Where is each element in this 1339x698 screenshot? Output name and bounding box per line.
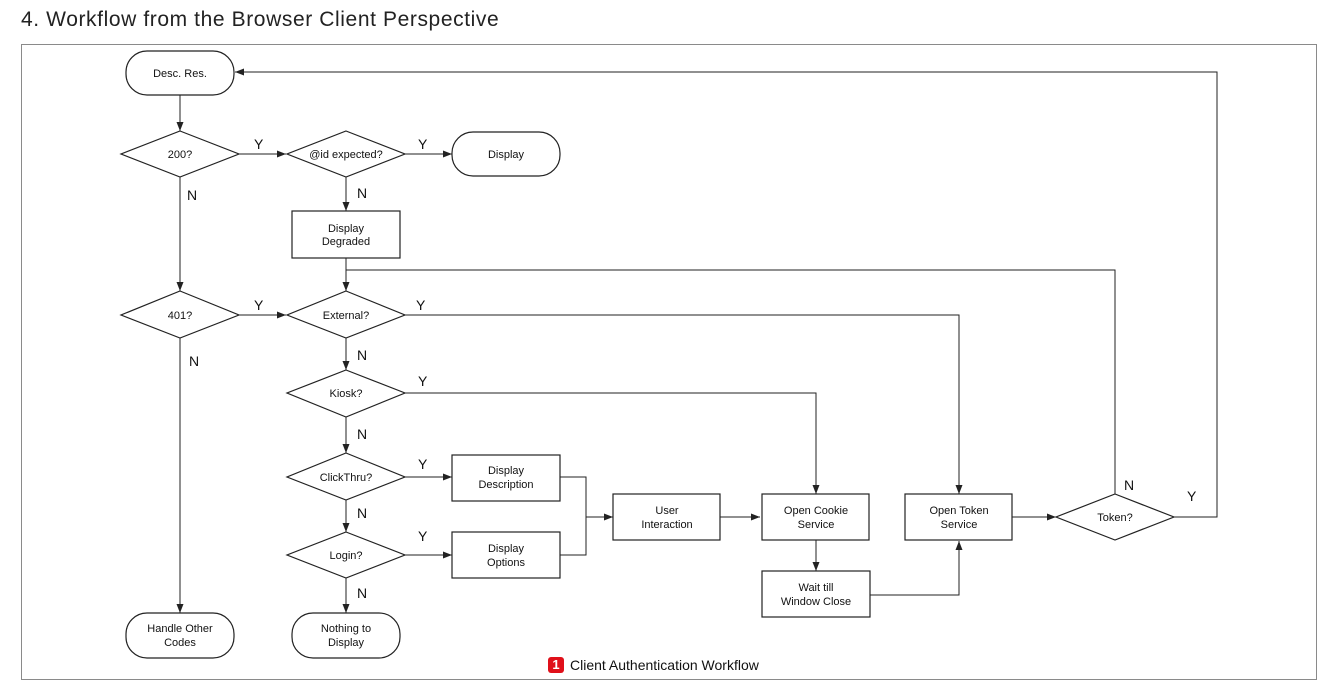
node-display-options [451,531,561,579]
node-id-expected-decision [285,130,407,178]
edge-labels: Y Y N N Y Y N N Y N Y N Y N N Y [187,136,1197,601]
node-display-degraded [291,210,401,259]
node-external-decision [285,290,407,339]
node-display-description [451,454,561,502]
label-desc-res: Desc. Res. [153,68,207,80]
label-user-interaction-2: Interaction [641,519,692,531]
label-401: 401? [168,310,192,322]
edge-label-200-no: N [187,187,197,203]
edge-description-merge [560,476,587,517]
label-kiosk: Kiosk? [329,388,362,400]
label-clickthru: ClickThru? [320,472,373,484]
node-desc-res [125,50,235,96]
label-wait-window-1: Wait till [798,582,833,594]
label-id-expected: @id expected? [309,149,383,161]
label-display-degraded-2: Degraded [322,236,370,248]
nodes [119,50,1176,659]
edge-wait-token-service [870,541,963,596]
edge-label-id-no: N [357,185,367,201]
caption-text: Client Authentication Workflow [570,657,759,673]
label-wait-window-2: Window Close [781,596,851,608]
node-token-decision [1054,493,1176,541]
edge-external-token-service [405,314,963,494]
label-200: 200? [168,149,192,161]
figure-caption: 1 Client Authentication Workflow [548,657,759,673]
edge-token-descres [235,68,1218,518]
label-display-options-1: Display [488,543,525,555]
edge-options-merge [560,517,587,556]
label-open-token-2: Service [941,519,978,531]
edge-label-external-no: N [357,347,367,363]
label-login: Login? [329,550,362,562]
node-kiosk-decision [285,369,407,418]
label-nothing-display-1: Nothing to [321,623,371,635]
edge-kiosk-cookie [405,392,820,494]
node-wait-window-close [761,570,871,618]
label-external: External? [323,310,369,322]
edge-label-401-yes: Y [254,297,264,313]
node-401-decision [119,290,241,339]
label-open-cookie-2: Service [798,519,835,531]
label-open-token-1: Open Token [929,505,988,517]
label-display: Display [488,149,525,161]
edge-label-kiosk-yes: Y [418,373,428,389]
edge-label-kiosk-no: N [357,426,367,442]
node-user-interaction [612,493,721,541]
node-handle-other [125,612,235,659]
label-user-interaction-1: User [655,505,679,517]
edge-label-token-yes: Y [1187,488,1197,504]
caption-number-badge: 1 [548,657,564,673]
node-login-decision [285,531,407,579]
edge-label-id-yes: Y [418,136,428,152]
edge-label-login-no: N [357,585,367,601]
edge-label-login-yes: Y [418,528,428,544]
label-nothing-display-2: Display [328,637,365,649]
edge-label-401-no: N [189,353,199,369]
node-nothing-display [291,612,401,659]
edge-label-clickthru-yes: Y [418,456,428,472]
edges [176,68,1218,613]
node-open-cookie-service [761,493,870,541]
edge-token-degraded [346,269,1116,494]
node-open-token-service [904,493,1013,541]
edge-label-token-no: N [1124,477,1134,493]
edge-label-external-yes: Y [416,297,426,313]
label-display-description-1: Display [488,465,525,477]
node-labels: Desc. Res. Display 200? @id expected? Di… [147,68,1132,649]
label-display-degraded-1: Display [328,223,365,235]
label-display-options-2: Options [487,557,525,569]
label-display-description-2: Description [478,479,533,491]
node-display [451,131,561,177]
label-token: Token? [1097,512,1132,524]
label-handle-other-2: Codes [164,637,196,649]
label-handle-other-1: Handle Other [147,623,213,635]
figure-frame [21,44,1317,680]
node-clickthru-decision [285,452,407,501]
page-heading: 4. Workflow from the Browser Client Pers… [21,8,500,31]
label-open-cookie-1: Open Cookie [784,505,848,517]
edge-label-200-yes: Y [254,136,264,152]
node-200-decision [119,130,241,178]
edge-label-clickthru-no: N [357,505,367,521]
